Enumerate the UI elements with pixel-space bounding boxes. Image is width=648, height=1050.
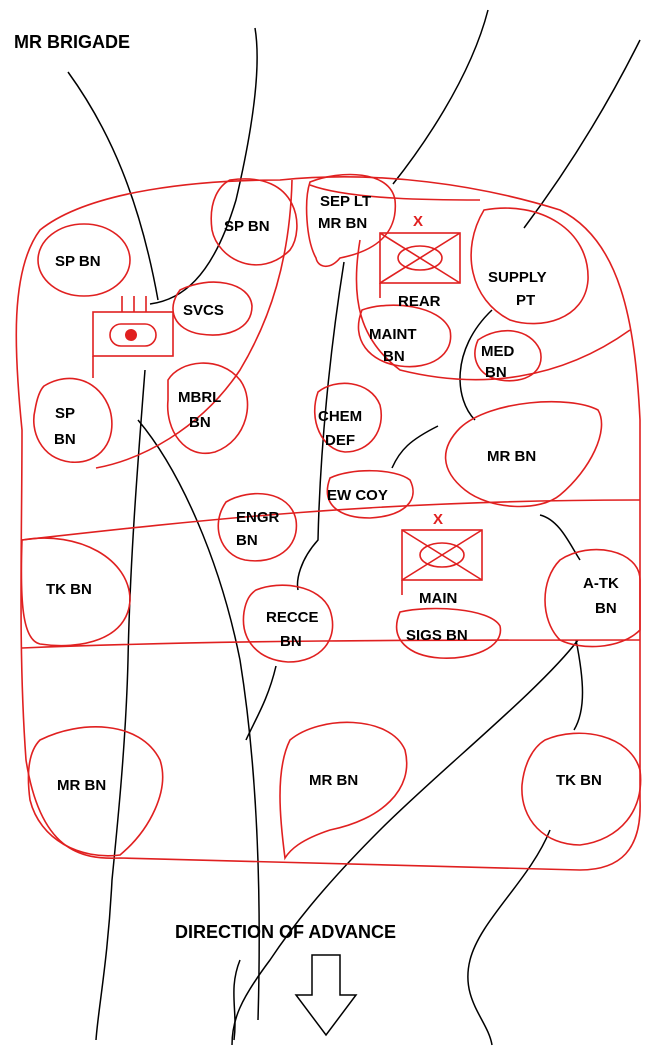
tk-bn-bottom-right-area xyxy=(521,732,642,846)
label-pt: PT xyxy=(516,292,535,309)
recce-bn-area xyxy=(242,584,334,663)
tk-bn-left-area xyxy=(20,537,131,647)
route-line-4 xyxy=(296,261,345,591)
direction-caption: DIRECTION OF ADVANCE xyxy=(175,922,396,942)
mr-bn-bottom-left-area xyxy=(27,726,164,857)
front-belt-bottom xyxy=(21,639,641,649)
diagram-title: MR BRIGADE xyxy=(14,32,130,52)
label-engr-bn: BN xyxy=(236,532,258,549)
route-lines xyxy=(67,9,641,1046)
label-a-tk-bn: BN xyxy=(595,600,617,617)
label-recce: RECCE xyxy=(266,609,319,626)
rear-hq-symbol xyxy=(379,232,461,298)
label-tk-bn-bottom-right: TK BN xyxy=(556,772,602,789)
command-post-symbol xyxy=(92,296,174,378)
route-line-10 xyxy=(467,514,584,1046)
med-bn-area xyxy=(474,329,542,382)
rear-hq-echelon-mark: X xyxy=(413,213,423,230)
route-line-9 xyxy=(231,639,579,1046)
unit-areas xyxy=(15,173,642,871)
route-line-5 xyxy=(523,39,641,229)
maint-bn-area xyxy=(357,304,452,368)
label-mbrl-bn: BN xyxy=(189,414,211,431)
direction-arrow xyxy=(294,954,358,1037)
sep-lt-mr-bn-area xyxy=(305,173,397,268)
label-rear: REAR xyxy=(398,293,441,310)
label-mr-bn-bottom-center: MR BN xyxy=(309,772,358,789)
route-line-3 xyxy=(392,9,489,185)
mbrl-bn-area xyxy=(166,362,249,455)
label-recce-bn: BN xyxy=(280,633,302,650)
brigade-boundary xyxy=(15,176,641,871)
a-tk-bn-area xyxy=(544,548,641,648)
ew-coy-area xyxy=(326,469,414,519)
label-sp-bn: BN xyxy=(54,431,76,448)
sp-bn-top-left-area xyxy=(37,223,131,297)
label-engr: ENGR xyxy=(236,509,280,526)
inner-divider xyxy=(95,179,293,469)
route-line-6 xyxy=(137,419,260,1021)
label-svcs: SVCS xyxy=(183,302,224,319)
supply-pt-area xyxy=(470,207,589,325)
label-med: MED xyxy=(481,343,515,360)
sigs-bn-area xyxy=(395,607,502,659)
route-line-8 xyxy=(233,665,277,1041)
main-hq-symbol xyxy=(401,529,483,595)
chem-def-area xyxy=(313,382,383,453)
label-sep-lt: SEP LT xyxy=(320,193,371,210)
route-line-2 xyxy=(149,27,258,305)
engr-bn-area xyxy=(217,492,298,562)
sp-bn-top-area xyxy=(210,178,298,266)
label-chem-def: DEF xyxy=(325,432,355,449)
label-med-bn: BN xyxy=(485,364,507,381)
label-mbrl: MBRL xyxy=(178,389,221,406)
label-sigs-bn: SIGS BN xyxy=(406,627,468,644)
label-supply: SUPPLY xyxy=(488,269,547,286)
label-tk-bn-left: TK BN xyxy=(46,581,92,598)
svcs-area xyxy=(172,281,253,336)
label-sp-bn-top-left: SP BN xyxy=(55,253,101,270)
front-belt-top xyxy=(21,499,641,541)
main-hq-echelon-mark: X xyxy=(433,511,443,528)
mr-bn-right-area xyxy=(444,400,603,508)
label-mr-bn-right: MR BN xyxy=(487,448,536,465)
label-sp: SP xyxy=(55,405,75,422)
label-chem: CHEM xyxy=(318,408,362,425)
mr-bn-bottom-center-area xyxy=(279,721,408,861)
sp-bn-left-area xyxy=(33,377,113,463)
label-a-tk: A-TK xyxy=(583,575,619,592)
label-maint: MAINT xyxy=(369,326,417,343)
label-sp-bn-top: SP BN xyxy=(224,218,270,235)
label-main: MAIN xyxy=(419,590,457,607)
rear-lower xyxy=(355,239,631,381)
label-maint-bn: BN xyxy=(383,348,405,365)
command-post-dot xyxy=(125,329,137,341)
label-ew-coy: EW COY xyxy=(327,487,388,504)
label-sep-lt-mr-bn: MR BN xyxy=(318,215,367,232)
label-mr-bn-bottom-left: MR BN xyxy=(57,777,106,794)
route-line-1 xyxy=(67,71,159,1041)
route-line-7 xyxy=(391,309,493,469)
